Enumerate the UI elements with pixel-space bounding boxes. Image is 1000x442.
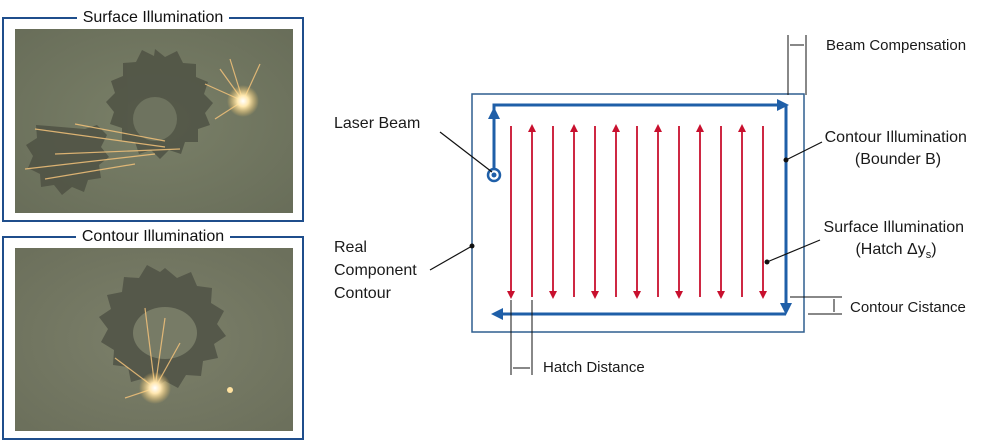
contour-illumination-photo	[15, 248, 293, 431]
surface-illumination-leader	[766, 239, 821, 263]
hatch-distance-label: Hatch Distance	[543, 359, 645, 376]
surface-illumination-photo	[15, 29, 293, 213]
beam-compensation-label: Beam Compensation	[826, 37, 966, 54]
contour-illumination-leader	[785, 141, 823, 161]
gear-part-shape	[26, 49, 213, 195]
contour-distance-label: Contour Cistance	[850, 299, 966, 316]
laser-beam-leader	[439, 131, 493, 173]
spark-glow	[227, 85, 259, 117]
real-component-contour-outline	[471, 93, 805, 333]
real-component-label: Real Component Contour	[334, 239, 421, 302]
spark-point	[227, 387, 233, 393]
spark-glow	[139, 372, 171, 404]
real-contour-leader	[429, 245, 473, 271]
contour-illumination-panel: Contour Illumination	[2, 228, 304, 440]
contour-illumination-label: Contour Illumination (Bounder B)	[825, 129, 972, 168]
laser-beam-label: Laser Beam	[334, 115, 420, 132]
hatch-lines	[507, 124, 767, 299]
laser-beam-core	[491, 172, 497, 178]
surface-illumination-label: Surface Illumination (Hatch Δys)	[824, 219, 969, 261]
